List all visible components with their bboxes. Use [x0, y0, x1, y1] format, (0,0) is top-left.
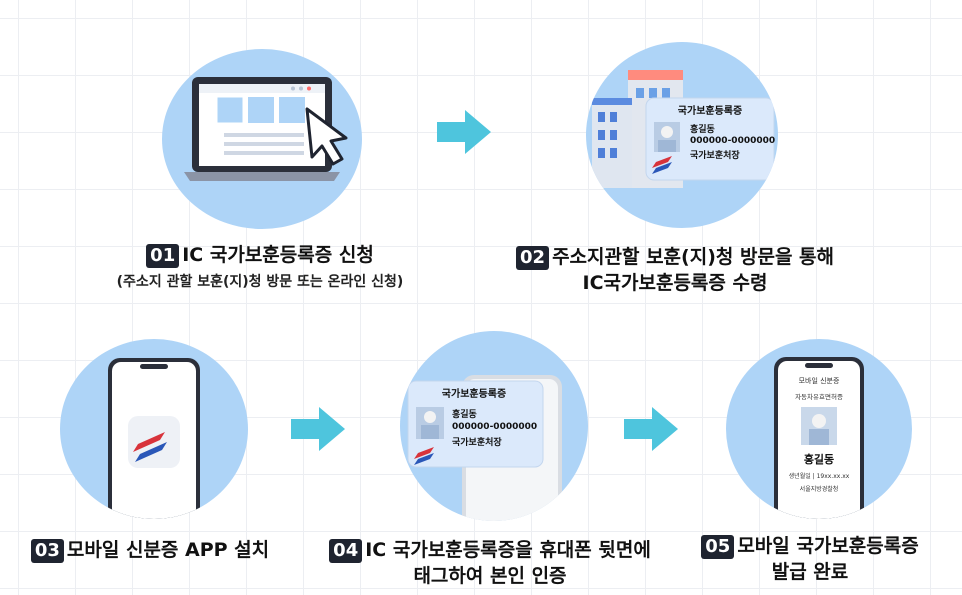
- svg-text:홍길동: 홍길동: [452, 408, 477, 420]
- arrow-right-icon: [437, 110, 491, 154]
- step2-illustration: 국가보훈등록증 홍길동 000000-0000000 국가보훈처장: [586, 42, 778, 228]
- id-card-icon: 국가보훈등록증 홍길동 000000-0000000 국가보훈처장: [645, 97, 775, 181]
- svg-text:서울지방경찰청: 서울지방경찰청: [800, 485, 839, 493]
- svg-text:000000-0000000: 000000-0000000: [452, 422, 537, 432]
- svg-text:홍길동: 홍길동: [690, 123, 715, 135]
- svg-text:000000-0000000: 000000-0000000: [690, 136, 775, 146]
- svg-text:국가보훈처장: 국가보훈처장: [452, 436, 502, 448]
- step-number-badge: 04: [329, 538, 363, 563]
- svg-text:생년월일 | 19xx.xx.xx: 생년월일 | 19xx.xx.xx: [789, 472, 850, 480]
- step-number-badge: 03: [30, 538, 64, 563]
- smartphone-icon: [108, 358, 200, 519]
- svg-text:국가보훈등록증: 국가보훈등록증: [678, 104, 742, 117]
- laptop-icon: [184, 77, 348, 181]
- step-number-badge: 05: [701, 534, 735, 559]
- step1-illustration: [162, 49, 362, 229]
- smartphone-icon: 모바일 신분증 자동차유효면허증 홍길동 생년월일 | 19xx.xx.xx 서…: [774, 357, 864, 519]
- svg-text:국가보훈등록증: 국가보훈등록증: [442, 387, 506, 400]
- step4-illustration: 국가보훈등록증 홍길동 000000-0000000 국가보훈처장: [400, 331, 588, 521]
- svg-text:국가보훈처장: 국가보훈처장: [690, 149, 740, 161]
- svg-text:자동차유효면허증: 자동차유효면허증: [795, 392, 843, 401]
- id-card-icon: 국가보훈등록증 홍길동 000000-0000000 국가보훈처장: [407, 380, 544, 468]
- step3-illustration: [60, 339, 248, 519]
- step5-illustration: 모바일 신분증 자동차유효면허증 홍길동 생년월일 | 19xx.xx.xx 서…: [726, 339, 912, 519]
- arrow-right-icon: [291, 407, 345, 451]
- cursor-icon: [305, 107, 348, 166]
- svg-text:홍길동: 홍길동: [804, 452, 834, 466]
- step-number-badge: 01: [146, 243, 180, 268]
- arrow-right-icon: [624, 407, 678, 451]
- app-icon: [128, 416, 180, 468]
- svg-text:모바일 신분증: 모바일 신분증: [799, 376, 840, 385]
- step-number-badge: 02: [516, 245, 550, 270]
